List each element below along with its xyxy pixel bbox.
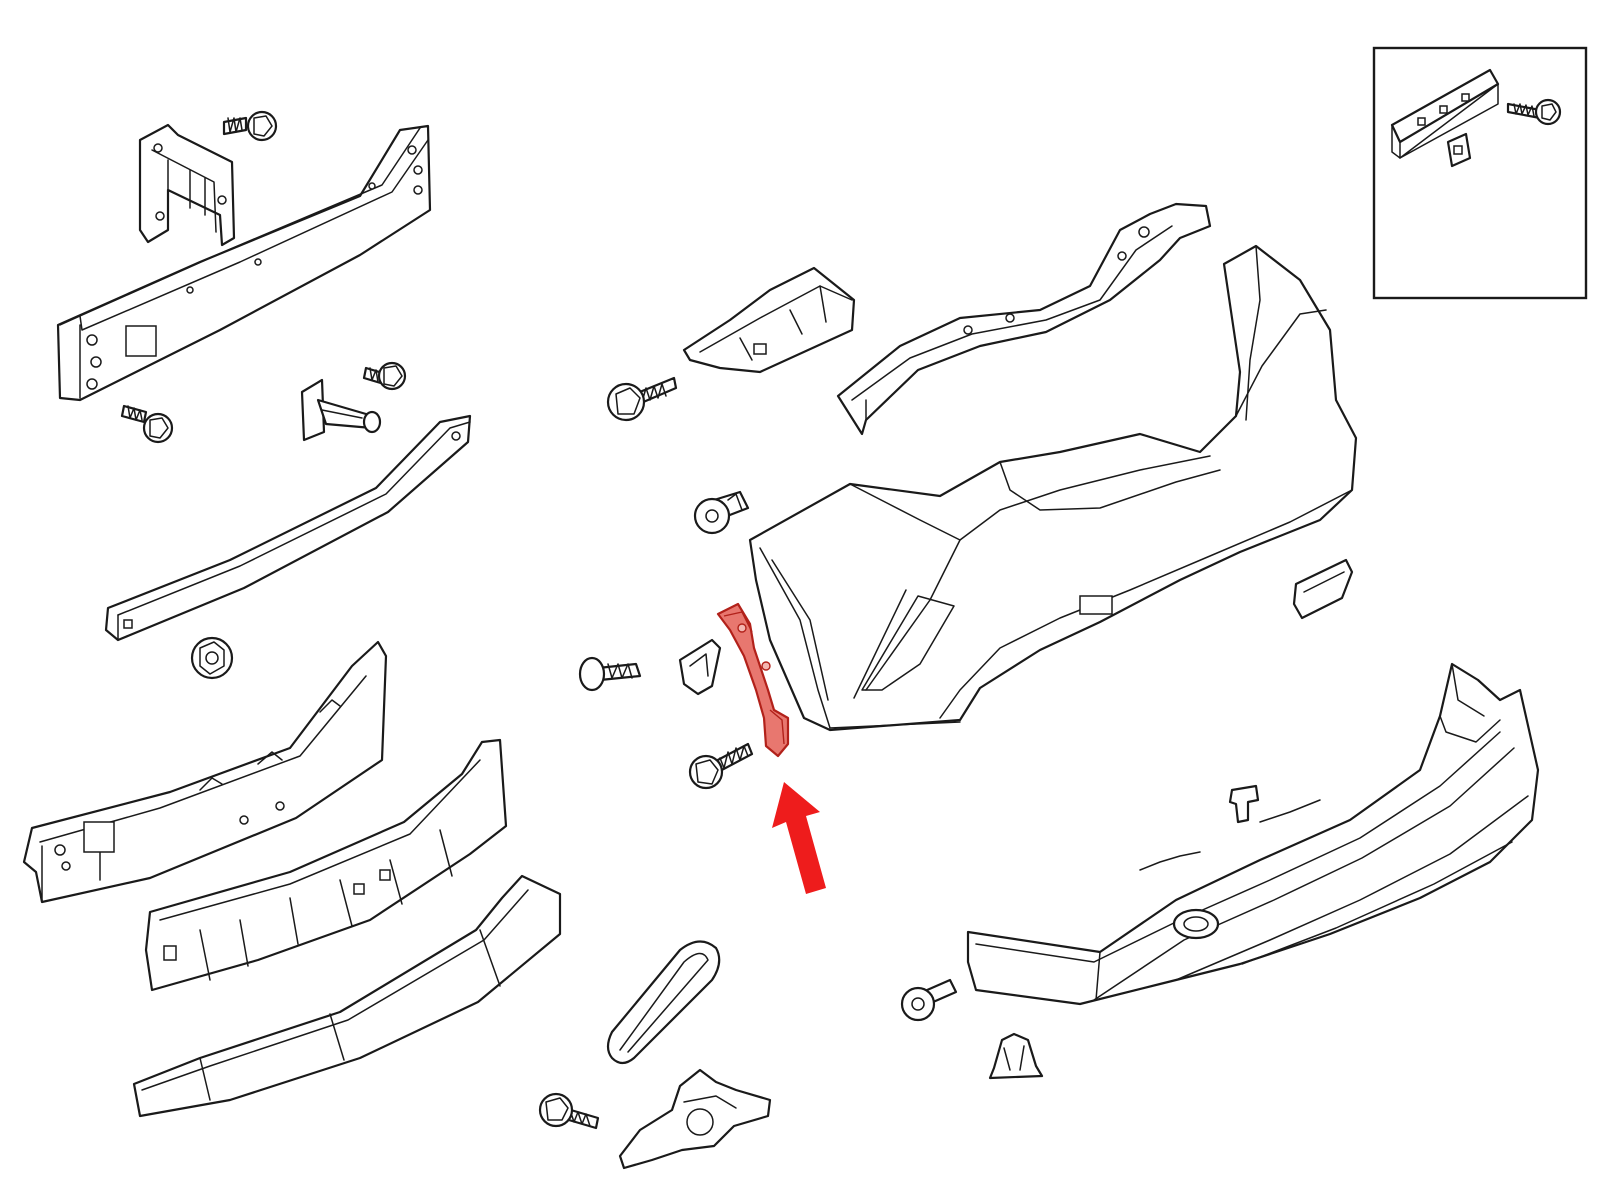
mounting-stay [300,378,382,442]
clip-right-lower [900,978,958,1022]
bolt-beam-left [120,404,174,444]
energy-absorber-foam [144,738,508,992]
side-retainer-upper [682,266,856,374]
side-mount-bracket [138,123,236,247]
bolt-center-lower [688,742,754,790]
reflector-cover-right [1292,558,1354,620]
clip-center-upper [693,490,750,535]
inset-clip [1446,132,1472,168]
lower-diffuser [966,662,1540,1006]
inset-box [1372,46,1588,300]
rear-bumper-cover [748,244,1358,732]
clip-retainer [678,638,722,696]
hitch-bracket [618,1068,772,1170]
reinforcement-beam-lower [104,414,472,642]
bolt-center-upper [606,376,678,422]
reinforcement-beam-upper [56,124,432,402]
bolt-beam-mid [362,361,407,391]
side-retainer-long [836,202,1212,436]
nut-left [190,636,234,680]
inset-bracket [1390,68,1500,159]
bracket-highlighted [716,602,790,758]
clip-right [1228,784,1260,824]
side-reflector-bezel [606,940,721,1065]
bolt-bottom-center [538,1092,600,1130]
pin-left [578,656,642,692]
bolt-top-left [222,110,278,142]
arrow-up-icon [772,782,826,894]
lower-deflector [132,874,562,1118]
push-retainer [988,1032,1044,1080]
impact-absorber-bracket [22,640,388,904]
inset-screw [1506,98,1562,126]
